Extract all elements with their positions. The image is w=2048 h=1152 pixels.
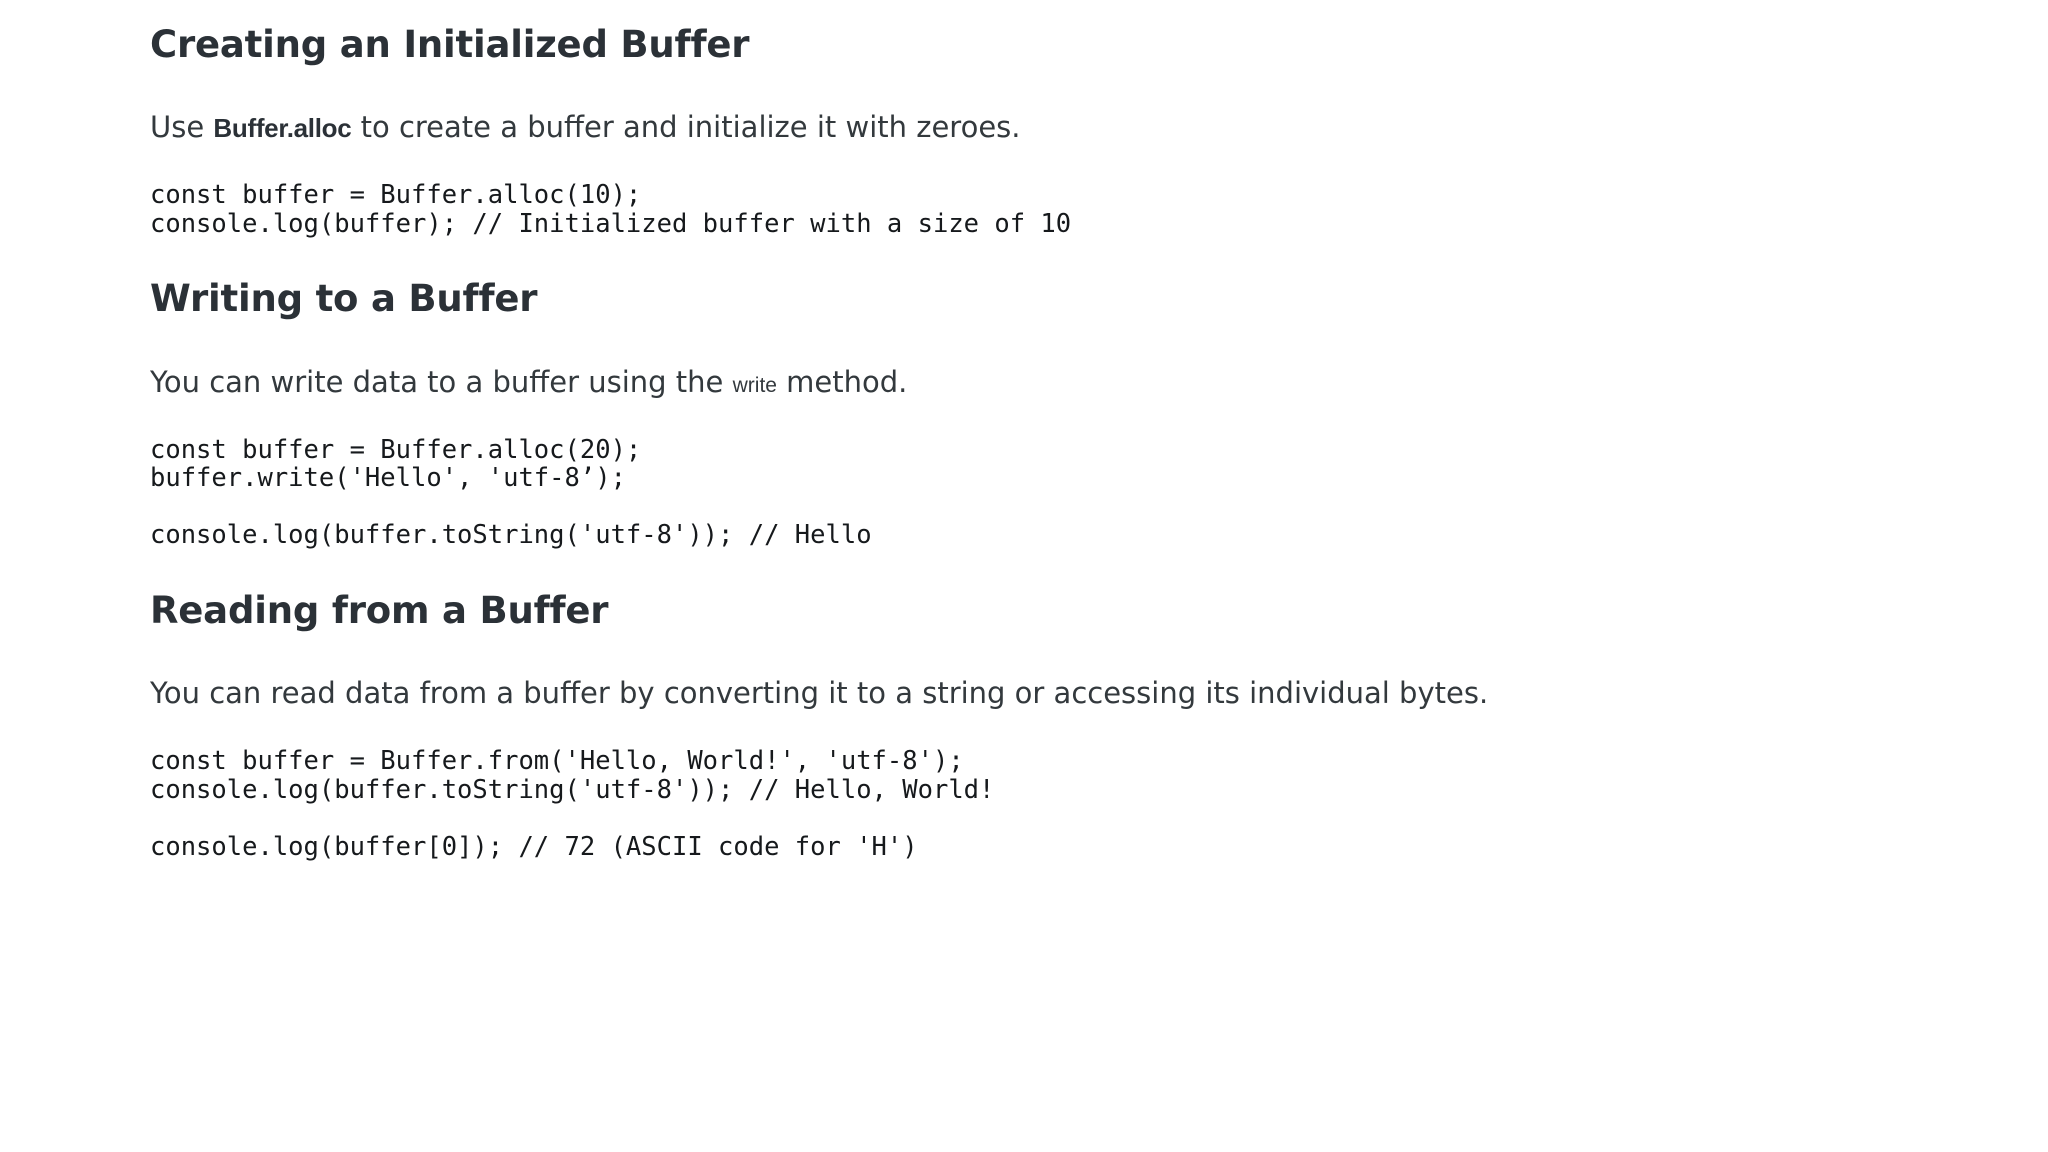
inline-code: Buffer.alloc	[213, 113, 352, 144]
section-writing-to-a-buffer: Writing to a Buffer You can write data t…	[150, 276, 1898, 550]
spacer	[150, 403, 1898, 436]
section-heading: Writing to a Buffer	[150, 277, 538, 321]
paragraph-text-before: You can write data to a buffer using the	[150, 364, 733, 399]
code-block: const buffer = Buffer.from('Hello, World…	[150, 747, 1898, 862]
spacer	[150, 238, 1898, 276]
code-block: const buffer = Buffer.alloc(10); console…	[150, 181, 1898, 239]
section-heading: Reading from a Buffer	[150, 588, 609, 632]
code-block: const buffer = Buffer.alloc(20); buffer.…	[150, 435, 1898, 550]
paragraph-text-before: You can read data from a buffer by conve…	[150, 676, 1489, 711]
top-spacer	[150, 0, 1898, 22]
section-paragraph: You can read data from a buffer by conve…	[150, 672, 1898, 714]
section-paragraph: Use Buffer.alloc to create a buffer and …	[150, 106, 1898, 148]
paragraph-text-after: to create a buffer and initialize it wit…	[351, 110, 1021, 145]
paragraph-text-after: method.	[776, 364, 908, 399]
inline-code: write	[732, 373, 777, 397]
paragraph-text-before: Use	[150, 110, 214, 145]
spacer	[150, 550, 1898, 588]
spacer	[150, 323, 1898, 361]
spacer	[150, 634, 1898, 672]
section-heading: Creating an Initialized Buffer	[150, 23, 750, 66]
section-paragraph: You can write data to a buffer using the…	[150, 361, 1898, 403]
section-reading-from-a-buffer: Reading from a Buffer You can read data …	[150, 588, 1898, 862]
spacer	[150, 148, 1898, 181]
spacer	[150, 714, 1898, 747]
spacer	[150, 68, 1898, 106]
section-creating-an-initialized-buffer: Creating an Initialized Buffer Use Buffe…	[150, 22, 1898, 239]
article-content: Creating an Initialized Buffer Use Buffe…	[150, 22, 1898, 862]
